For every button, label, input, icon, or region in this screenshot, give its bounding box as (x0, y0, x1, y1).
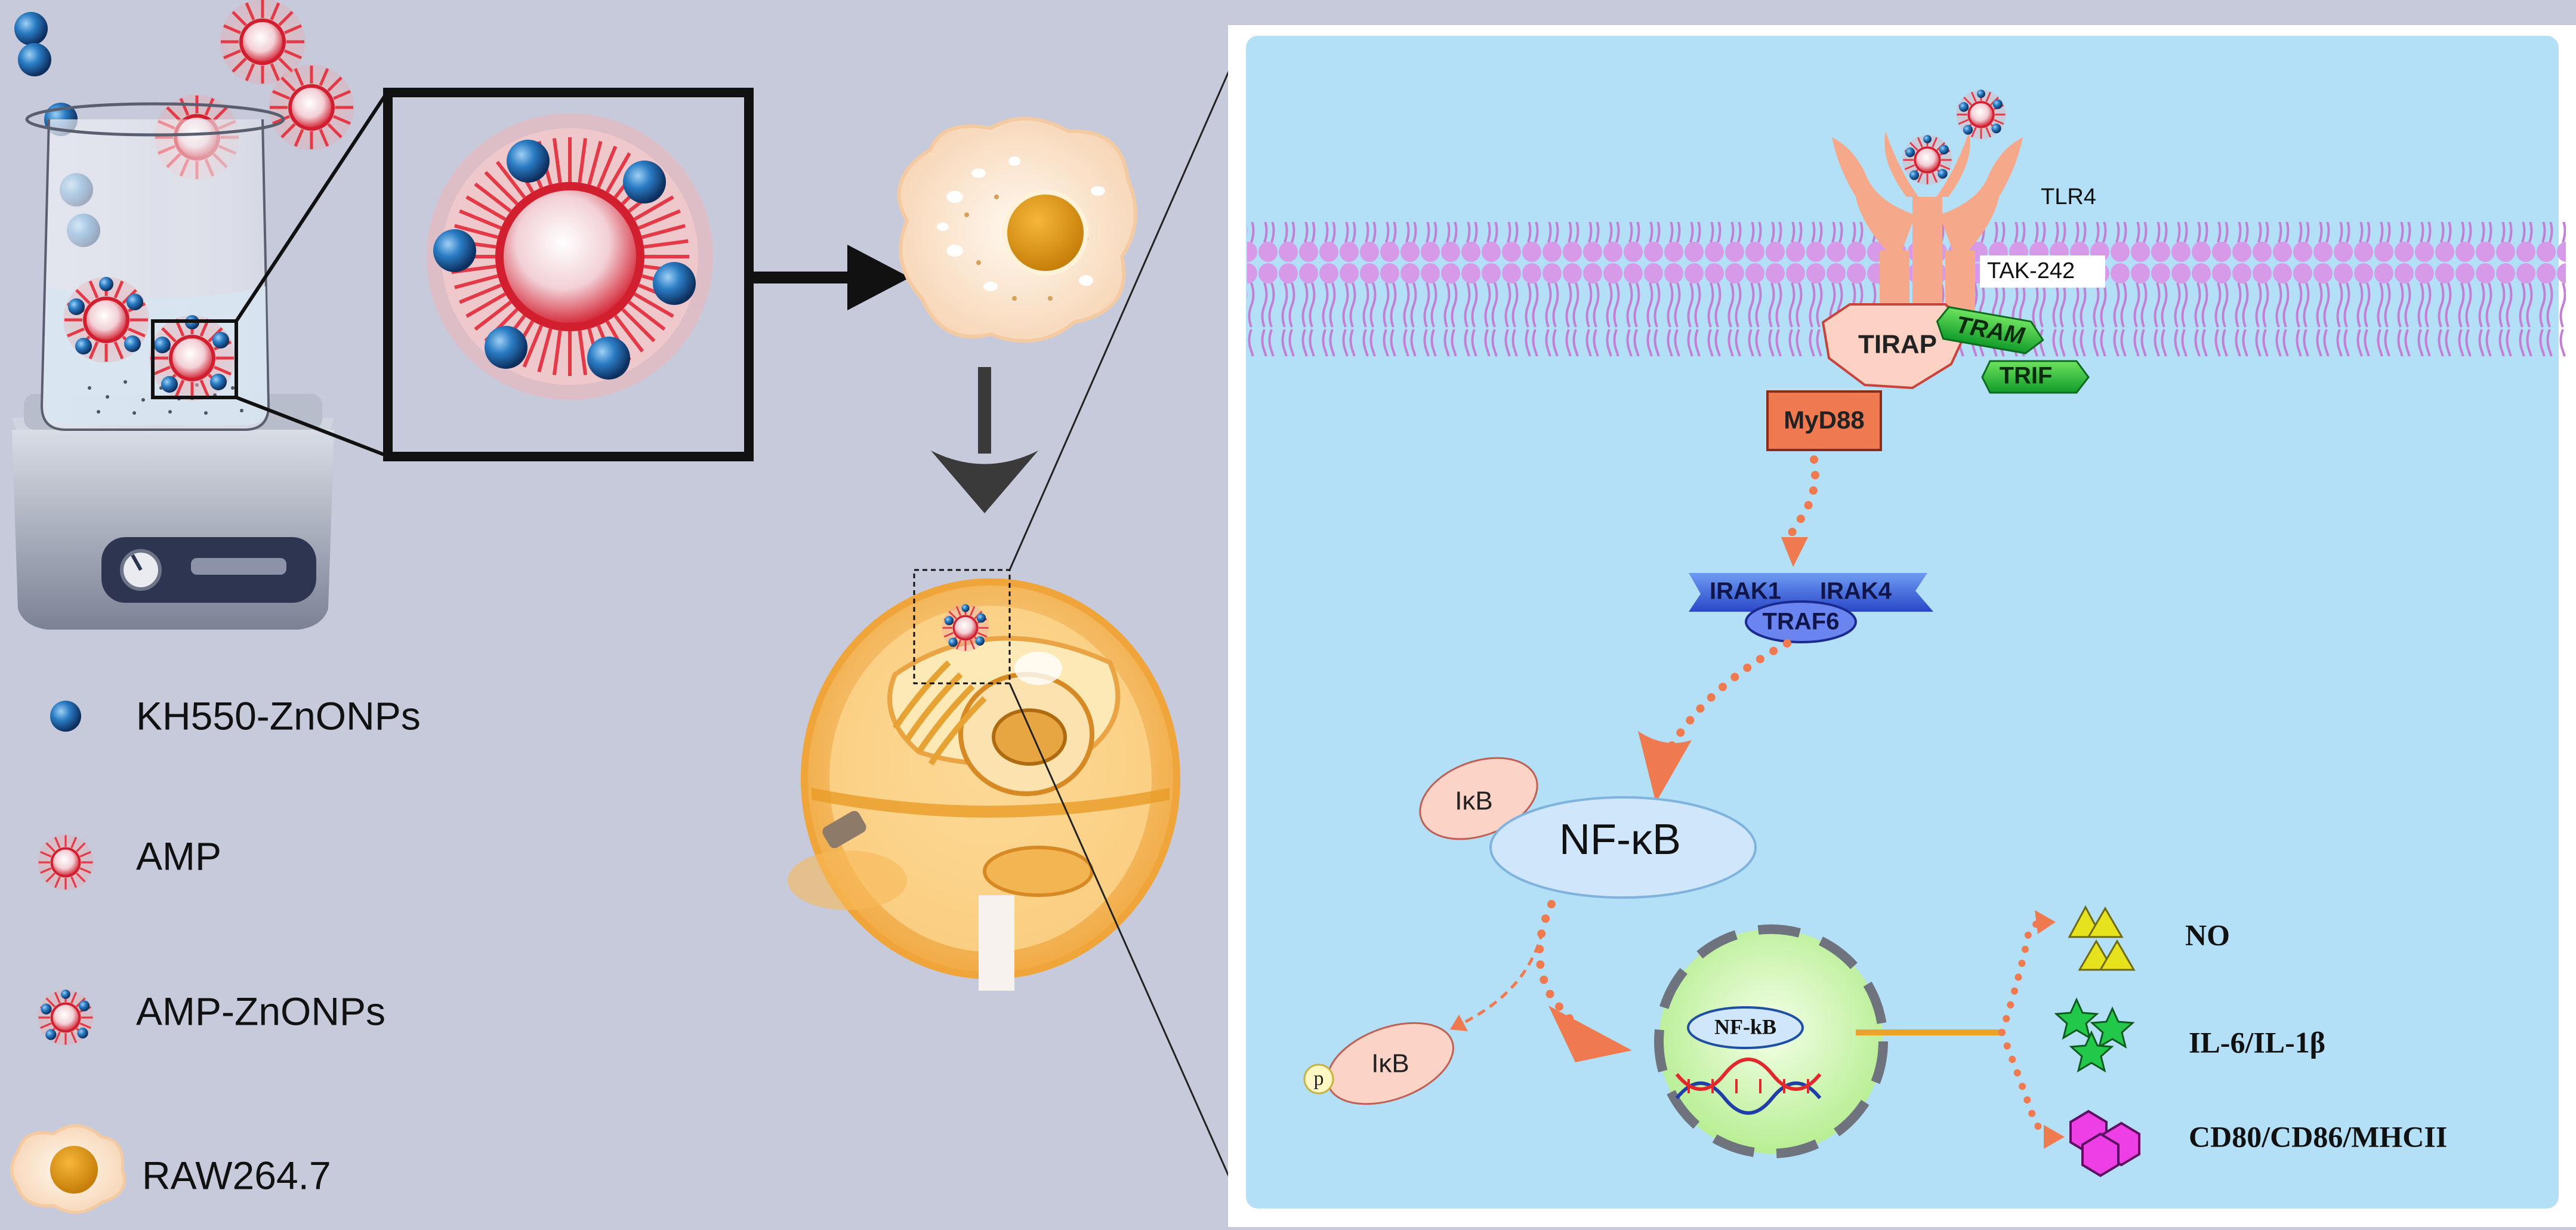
amp-znonp-on-cell (942, 604, 989, 651)
myd88-label: MyD88 (1784, 406, 1864, 434)
dna-icon (1675, 1058, 1822, 1115)
amp-znonp-legend-icon (38, 989, 94, 1046)
arrow-right (847, 245, 910, 310)
cytokine-icon (2054, 997, 2135, 1073)
peptide-ray (454, 224, 499, 239)
peptide-ray (459, 209, 502, 230)
znonp-particle (14, 12, 48, 45)
left-panel: KH550-ZnONPs AMP AMP-ZnONPs RAW264.7 (10, 0, 1236, 1214)
znonp-legend-label: KH550-ZnONPs (136, 693, 421, 738)
peptide-ray (628, 300, 666, 331)
peptide-ray (465, 195, 507, 221)
peptide-ray (465, 292, 507, 318)
peptide-ray (621, 308, 656, 343)
znonp-particle (18, 43, 51, 76)
amp-legend-icon (36, 833, 95, 892)
zoom-box-large (383, 88, 754, 461)
traf6-protein (1745, 600, 1857, 643)
amp-znonp-particle (149, 315, 235, 401)
trif-protein: TRIF (1981, 360, 2090, 394)
peptide-ray (597, 146, 618, 189)
peptide-ray (578, 330, 588, 375)
peptide-ray (552, 138, 562, 183)
pathway-panel: TLR4 TAK-242 TIRAP TRAM TRIF MyD88 IRAK1… (1228, 25, 2576, 1227)
nfkb-label: NF-κB (1559, 816, 1681, 864)
peptide-ray (633, 292, 674, 318)
nucleus-nfkb-protein (1687, 1006, 1804, 1049)
peptide-ray (537, 328, 553, 372)
trif-label: TRIF (2000, 363, 2053, 389)
peptide-ray (641, 224, 686, 239)
tirap-protein (1821, 303, 1971, 390)
amp-znonp-particle (63, 277, 149, 363)
raw-legend-label: RAW264.7 (142, 1153, 331, 1197)
tlr4-receptor (1832, 131, 2023, 334)
arrow-down (931, 451, 1038, 513)
nucleus: NF-kB (1654, 924, 1888, 1158)
tirap-label: TIRAP (1858, 330, 1937, 359)
beaker (25, 102, 285, 431)
cell-cross-section (788, 578, 1180, 991)
tak242-box (1980, 255, 2105, 288)
irak1-label: IRAK1 (1710, 578, 1781, 605)
macrophage-cell (897, 116, 1137, 343)
peptide-ray (638, 209, 681, 230)
tlr4-label: TLR4 (2041, 184, 2096, 209)
surface-marker-icon (2069, 1109, 2140, 1177)
ikb-label: IκB (1455, 787, 1493, 816)
peptide-ray (552, 330, 562, 375)
legend: KH550-ZnONPs AMP AMP-ZnONPs RAW264.7 (10, 693, 421, 1214)
tak242-label: TAK-242 (1987, 258, 2075, 283)
amp-znonp-ligand (1902, 135, 1952, 185)
zoom-box-small (151, 319, 238, 399)
peptide-ray (643, 239, 689, 249)
peptide-ray (587, 141, 603, 186)
tram-protein: TRAM (1936, 306, 2044, 354)
peptide-ray (495, 161, 526, 199)
peptide-ray (613, 315, 644, 353)
il-label: IL-6/IL-1β (2189, 1025, 2325, 1059)
phosphate-label: p (1314, 1068, 1324, 1090)
amp-particle (269, 64, 354, 150)
znonp-legend-icon (50, 701, 81, 732)
peptide-ray (633, 195, 674, 221)
no-icon (2068, 905, 2136, 971)
peptide-ray (459, 283, 502, 304)
cell-zoom-box (913, 569, 1011, 685)
peptide-ray (454, 274, 499, 289)
nucleus-nfkb-label: NF-kB (1714, 1015, 1776, 1038)
peptide-ray (474, 182, 512, 213)
peptide-ray (484, 171, 519, 205)
peptide-ray (474, 300, 512, 331)
ikb-protein (1419, 757, 1538, 840)
irak4-label: IRAK4 (1820, 578, 1892, 605)
amp-znonp-legend-label: AMP-ZnONPs (136, 989, 385, 1033)
irak-complex (1689, 573, 1933, 612)
peptide-ray (578, 138, 588, 183)
peptide-ray (605, 152, 631, 193)
cd-label: CD80/CD86/MHCII (2189, 1120, 2447, 1153)
peptide-ray (522, 325, 543, 368)
amp-znonp-ligand (1956, 90, 2006, 140)
ikb-phospho-label: IκB (1371, 1049, 1409, 1078)
phosphate-icon (1303, 1063, 1334, 1095)
amp-legend-label: AMP (136, 834, 221, 878)
myd88-box (1766, 390, 1882, 451)
no-label: NO (2185, 918, 2230, 951)
traf6-label: TRAF6 (1763, 609, 1840, 635)
nfkb-protein (1489, 796, 1757, 899)
